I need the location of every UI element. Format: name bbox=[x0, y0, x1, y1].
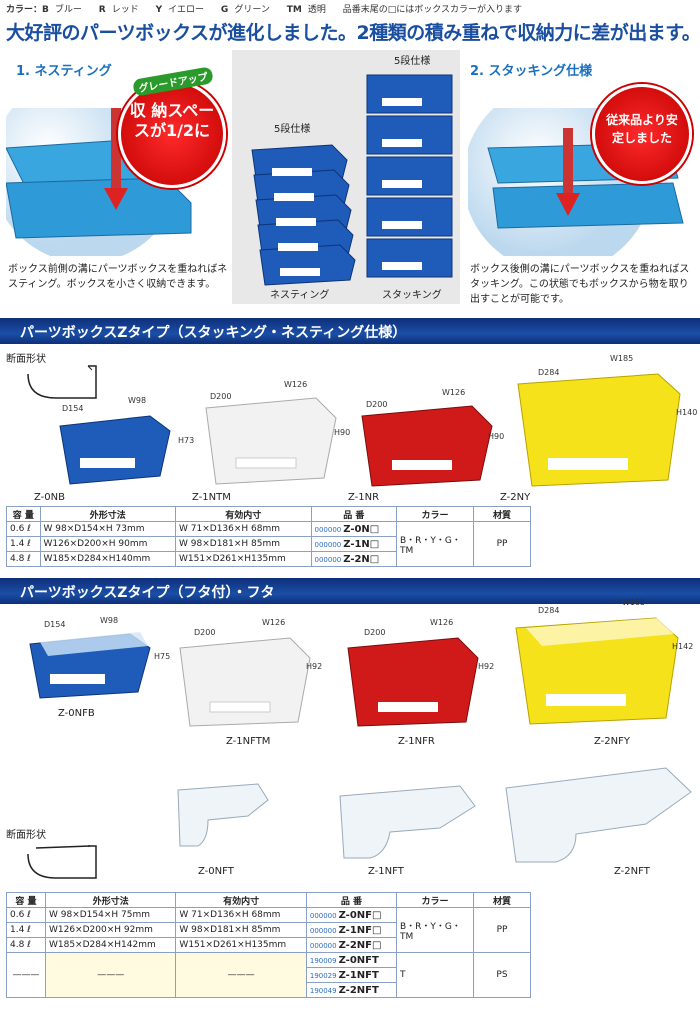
cross-section-icon bbox=[26, 364, 106, 404]
header-inner: 有効内寸 bbox=[175, 506, 312, 522]
dim-h: H90 bbox=[334, 428, 351, 437]
feature2-title: 2. スタッキング仕様 bbox=[470, 64, 593, 79]
dim-h: H92 bbox=[478, 662, 495, 671]
header-part: 品 番 bbox=[310, 506, 398, 522]
stacking-photo: 5段仕様 5段仕様 ネスティング スタッキング bbox=[232, 50, 460, 304]
badge-text: 収 納スペースが1/2に bbox=[129, 101, 215, 140]
dim-w: W126 bbox=[442, 388, 466, 397]
product-name: Z-0NFB bbox=[58, 708, 95, 719]
section1-title: パーツボックスZタイプ（スタッキング・ネスティング仕様） bbox=[20, 325, 407, 341]
dim-h: H140 bbox=[676, 408, 698, 417]
product-name: Z-1NFTM bbox=[226, 736, 271, 747]
table-row: 0.6 ℓ W 98×D154×H 73mm W 71×D136×H 68mm … bbox=[6, 521, 531, 567]
dim-d: D200 bbox=[210, 392, 232, 401]
table-row: 1.4 ℓ W126×D200×H 90mm W 98×D181×H 85mm … bbox=[6, 536, 531, 552]
feature2-desc: ボックス後側の溝にパーツボックスを重ねればスタッキング。この状態でもボックスから… bbox=[470, 264, 690, 305]
spec-table-2: 容 量 外形寸法 有効内寸 品 番 カラー 材質 0.6 ℓ W 98×D154… bbox=[6, 892, 531, 998]
product-z1nr: W126 D200 H90 bbox=[352, 388, 505, 488]
dim-h: H142 bbox=[672, 642, 694, 651]
color-note: 品番末尾の□にはボックスカラーが入ります bbox=[342, 5, 522, 15]
dim-h: H90 bbox=[488, 432, 505, 441]
dim-h: H73 bbox=[178, 436, 195, 445]
dim-w: W126 bbox=[262, 618, 286, 627]
dim-d: D200 bbox=[194, 628, 216, 637]
stacking-label: スタッキング bbox=[382, 290, 442, 301]
lid-z2nft bbox=[496, 744, 696, 864]
product-z0nfb: W98 D154 H75 bbox=[20, 616, 170, 702]
dim-d: D200 bbox=[364, 628, 386, 637]
feature1-desc: ボックス前側の溝にパーツボックスを重ねればネスティング。ボックスを小さく収納でき… bbox=[8, 264, 228, 290]
capacity-badge: グレードアップ 収 納スペースが1/2に bbox=[118, 66, 226, 188]
dim-w: W98 bbox=[100, 616, 119, 625]
dim-d: D200 bbox=[366, 400, 388, 409]
product-z1nfr: W126 D200 H92 bbox=[338, 618, 498, 730]
section2-title: パーツボックスZタイプ（フタ付）・フタ bbox=[20, 585, 275, 601]
lid-z0nft bbox=[168, 760, 278, 850]
header-outer: 外形寸法 bbox=[39, 506, 177, 522]
product-name: Z-2NFY bbox=[594, 736, 630, 747]
right-tier-label: 5段仕様 bbox=[394, 56, 431, 67]
dim-d: D154 bbox=[62, 404, 84, 413]
product-z2ny: W185 D284 H140 bbox=[508, 354, 698, 488]
lid-name: Z-0NFT bbox=[198, 866, 234, 877]
header-material: 材質 bbox=[473, 506, 531, 522]
dim-w: W126 bbox=[430, 618, 454, 627]
dim-h: H92 bbox=[306, 662, 323, 671]
lid-name: Z-2NFT bbox=[614, 866, 650, 877]
nesting-label: ネスティング bbox=[270, 290, 330, 301]
section2-header: パーツボックスZタイプ（フタ付）・フタ bbox=[0, 578, 700, 604]
dim-h: H75 bbox=[154, 652, 171, 661]
product-z1nftm: W126 D200 H92 bbox=[170, 618, 323, 730]
section2-cross-label: 断面形状 bbox=[6, 830, 46, 841]
product-z1ntm: W126 D200 H90 bbox=[196, 378, 350, 488]
section1-header: パーツボックスZタイプ（スタッキング・ネスティング仕様） bbox=[0, 318, 700, 344]
header-color: カラー bbox=[396, 506, 474, 522]
lid-z1nft bbox=[330, 762, 480, 862]
stability-badge-text: 従来品より安定しました bbox=[606, 113, 678, 145]
dim-w: W185 bbox=[610, 354, 634, 363]
section1-cross-label: 断面形状 bbox=[6, 354, 46, 365]
product-name: Z-1NTM bbox=[192, 492, 231, 503]
product-name: Z-0NB bbox=[34, 492, 65, 503]
stability-badge: 従来品より安定しました bbox=[592, 84, 692, 184]
cross-section-icon-2 bbox=[26, 844, 106, 884]
dim-d: D154 bbox=[44, 620, 66, 629]
dim-w: W98 bbox=[128, 396, 147, 405]
product-z2nfy: W185 D284 H142 bbox=[506, 598, 696, 726]
spec-table-1: 容 量 外形寸法 有効内寸 品 番 カラー 材質 0.6 ℓ W 98×D154… bbox=[6, 506, 531, 567]
dim-d: D284 bbox=[538, 368, 560, 377]
table-row: 4.8 ℓ W185×D284×H140mm W151×D261×H135mm … bbox=[6, 551, 531, 567]
product-name: Z-1NR bbox=[348, 492, 380, 503]
lid-name: Z-1NFT bbox=[368, 866, 404, 877]
table-row: 0.6 ℓ W 98×D154×H 75mm W 71×D136×H 68mm … bbox=[6, 907, 531, 953]
left-tier-label: 5段仕様 bbox=[274, 124, 311, 135]
headline: 大好評のパーツボックスが進化しました。2種類の積み重ねで収納力に差が出ます。 bbox=[6, 22, 700, 44]
table-row: 1.4 ℓ W126×D200×H 92mm W 98×D181×H 85mm … bbox=[6, 922, 531, 938]
header-capacity: 容 量 bbox=[6, 506, 41, 522]
product-name: Z-2NY bbox=[500, 492, 531, 503]
grade-up-tag: グレードアップ bbox=[132, 66, 214, 97]
dim-w: W185 bbox=[622, 598, 646, 607]
dim-d: D284 bbox=[538, 606, 560, 615]
dim-w: W126 bbox=[284, 380, 308, 389]
feature1-title: 1. ネスティング bbox=[16, 64, 112, 79]
product-z0nb: W98 D154 H73 bbox=[50, 396, 194, 488]
product-name: Z-1NFR bbox=[398, 736, 435, 747]
